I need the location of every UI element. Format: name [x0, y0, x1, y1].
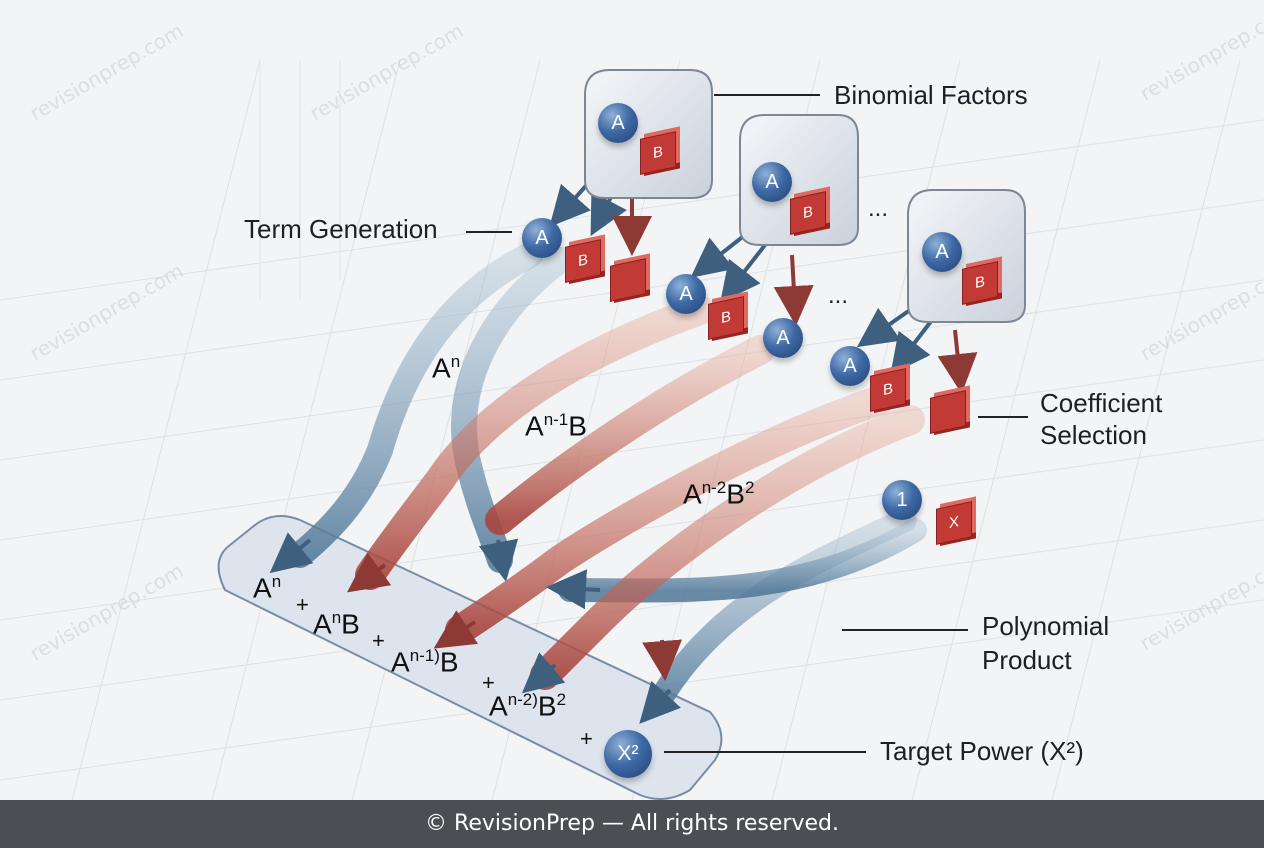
leader-lines [466, 94, 1028, 753]
flow-label-an2b2: An-2B2 [683, 478, 755, 510]
product-term-3: An-1)B [391, 646, 459, 678]
flow-label-an1b: An-1B [525, 410, 587, 442]
plus-sign: + [482, 670, 495, 695]
product-term-4: An-2)B2 [489, 690, 567, 722]
flow-red-an1b [355, 295, 775, 590]
term-cube [930, 390, 966, 434]
term-b-cube: B [870, 368, 906, 412]
footer-copyright: © RevisionPrep — All rights reserved. [0, 800, 1264, 848]
product-term-1: An [253, 572, 282, 604]
label-product: Product [982, 645, 1072, 675]
ellipsis: ... [868, 195, 889, 222]
term-cube [610, 258, 646, 302]
label-selection: Selection [1040, 420, 1147, 450]
ellipsis: ... [828, 282, 849, 309]
factor-box-1 [584, 69, 713, 199]
factor-b-cube: B [790, 191, 826, 235]
plus-sign: + [296, 592, 309, 617]
product-term-2: AnB [313, 608, 360, 640]
factor-b-cube: B [640, 131, 676, 175]
polynomial-tray [217, 515, 723, 800]
term-a-ball: A [763, 318, 803, 358]
plus-sign: + [372, 628, 385, 653]
term-a-ball: A [830, 346, 870, 386]
term-b-cube: B [565, 239, 601, 283]
label-term-generation: Term Generation [244, 214, 438, 244]
term-b-cube: B [708, 296, 744, 340]
factor-a-ball: A [922, 232, 962, 272]
x-cube: X [936, 501, 972, 545]
term-a-ball: A [666, 274, 706, 314]
label-binomial-factors: Binomial Factors [834, 80, 1028, 110]
flow-label-an: An [432, 352, 461, 384]
label-target-power: Target Power (X²) [880, 736, 1084, 766]
factor-b-cube: B [962, 261, 998, 305]
one-ball: 1 [882, 480, 922, 520]
factor-a-ball: A [598, 103, 638, 143]
term-a-ball: A [522, 218, 562, 258]
factor-a-ball: A [752, 162, 792, 202]
factor-box-2 [739, 114, 859, 246]
plus-sign: + [580, 726, 593, 751]
label-coefficient: Coefficient [1040, 388, 1163, 418]
label-polynomial: Polynomial [982, 611, 1110, 641]
target-x2-ball: X² [604, 730, 652, 778]
